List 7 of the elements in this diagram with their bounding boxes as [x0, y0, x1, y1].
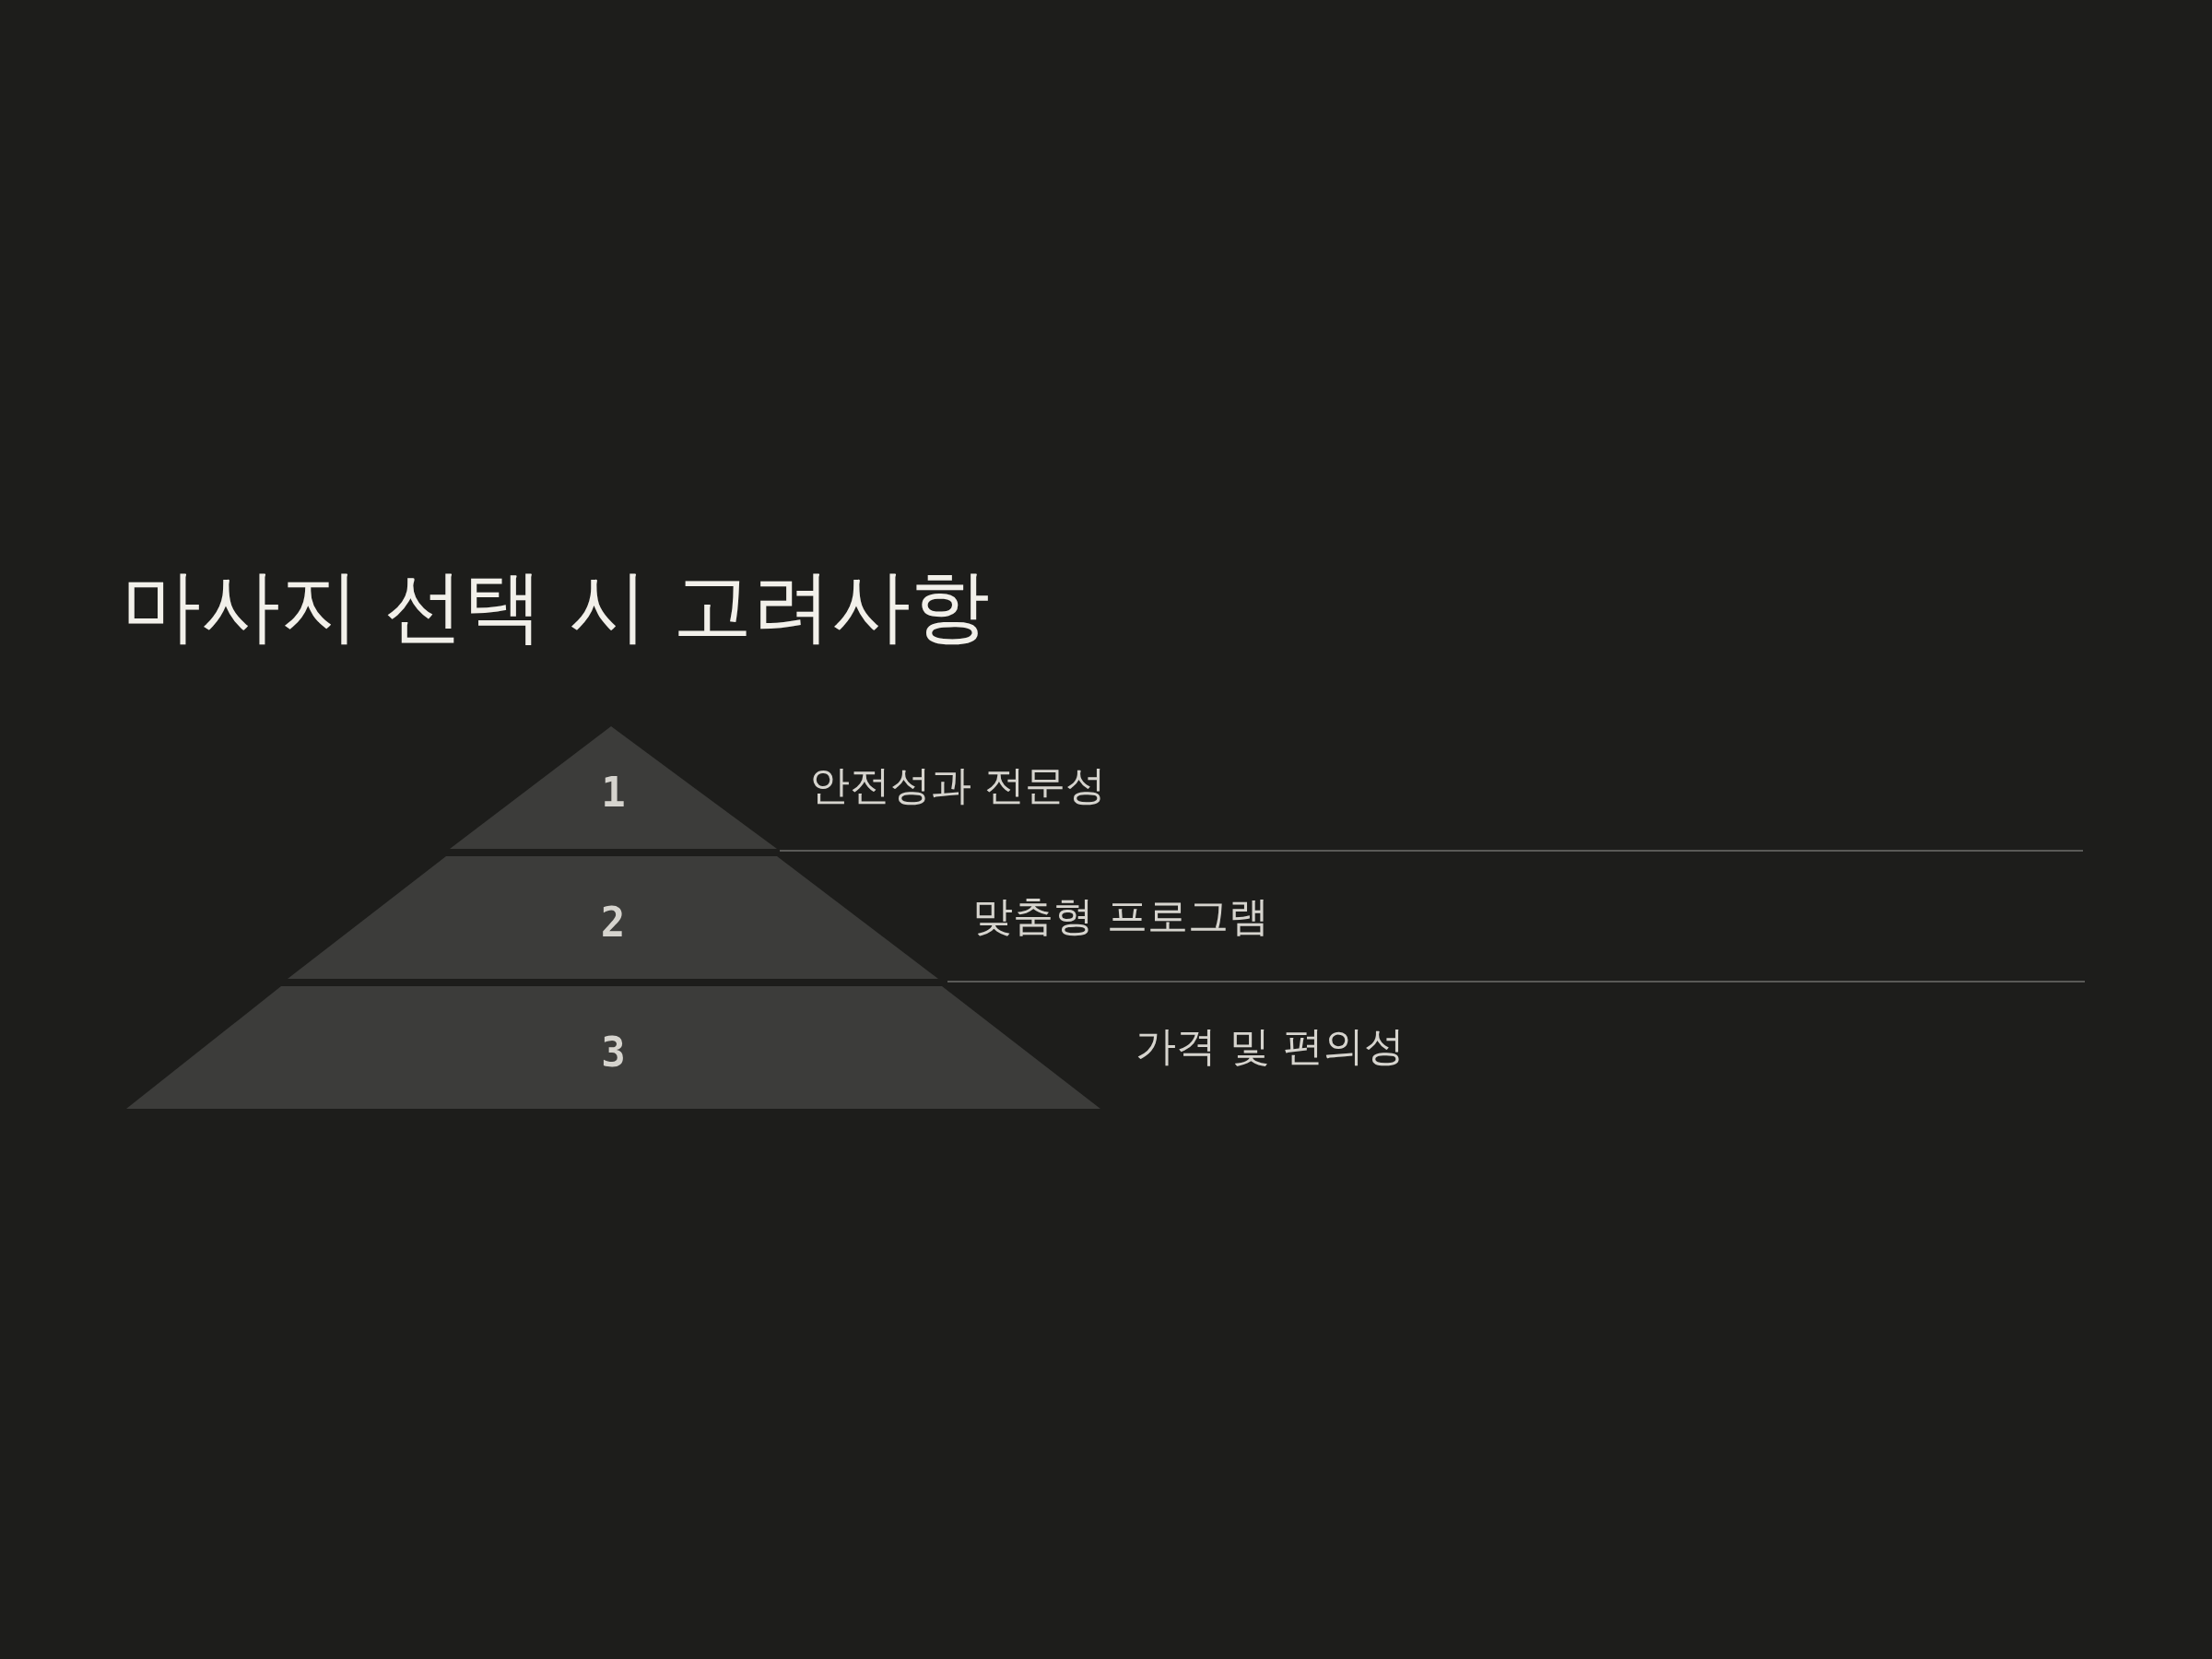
tier-label: 가격 및 편의성	[1135, 1020, 1405, 1071]
tier-label: 안전성과 전문성	[809, 759, 1106, 810]
tier-label: 맞춤형 프로그램	[972, 890, 1269, 941]
tier-number: 1	[601, 768, 626, 816]
tier-number: 2	[600, 898, 626, 946]
title: 마사지 선택 시 고려사항	[122, 559, 990, 653]
tier-number: 3	[601, 1028, 626, 1076]
